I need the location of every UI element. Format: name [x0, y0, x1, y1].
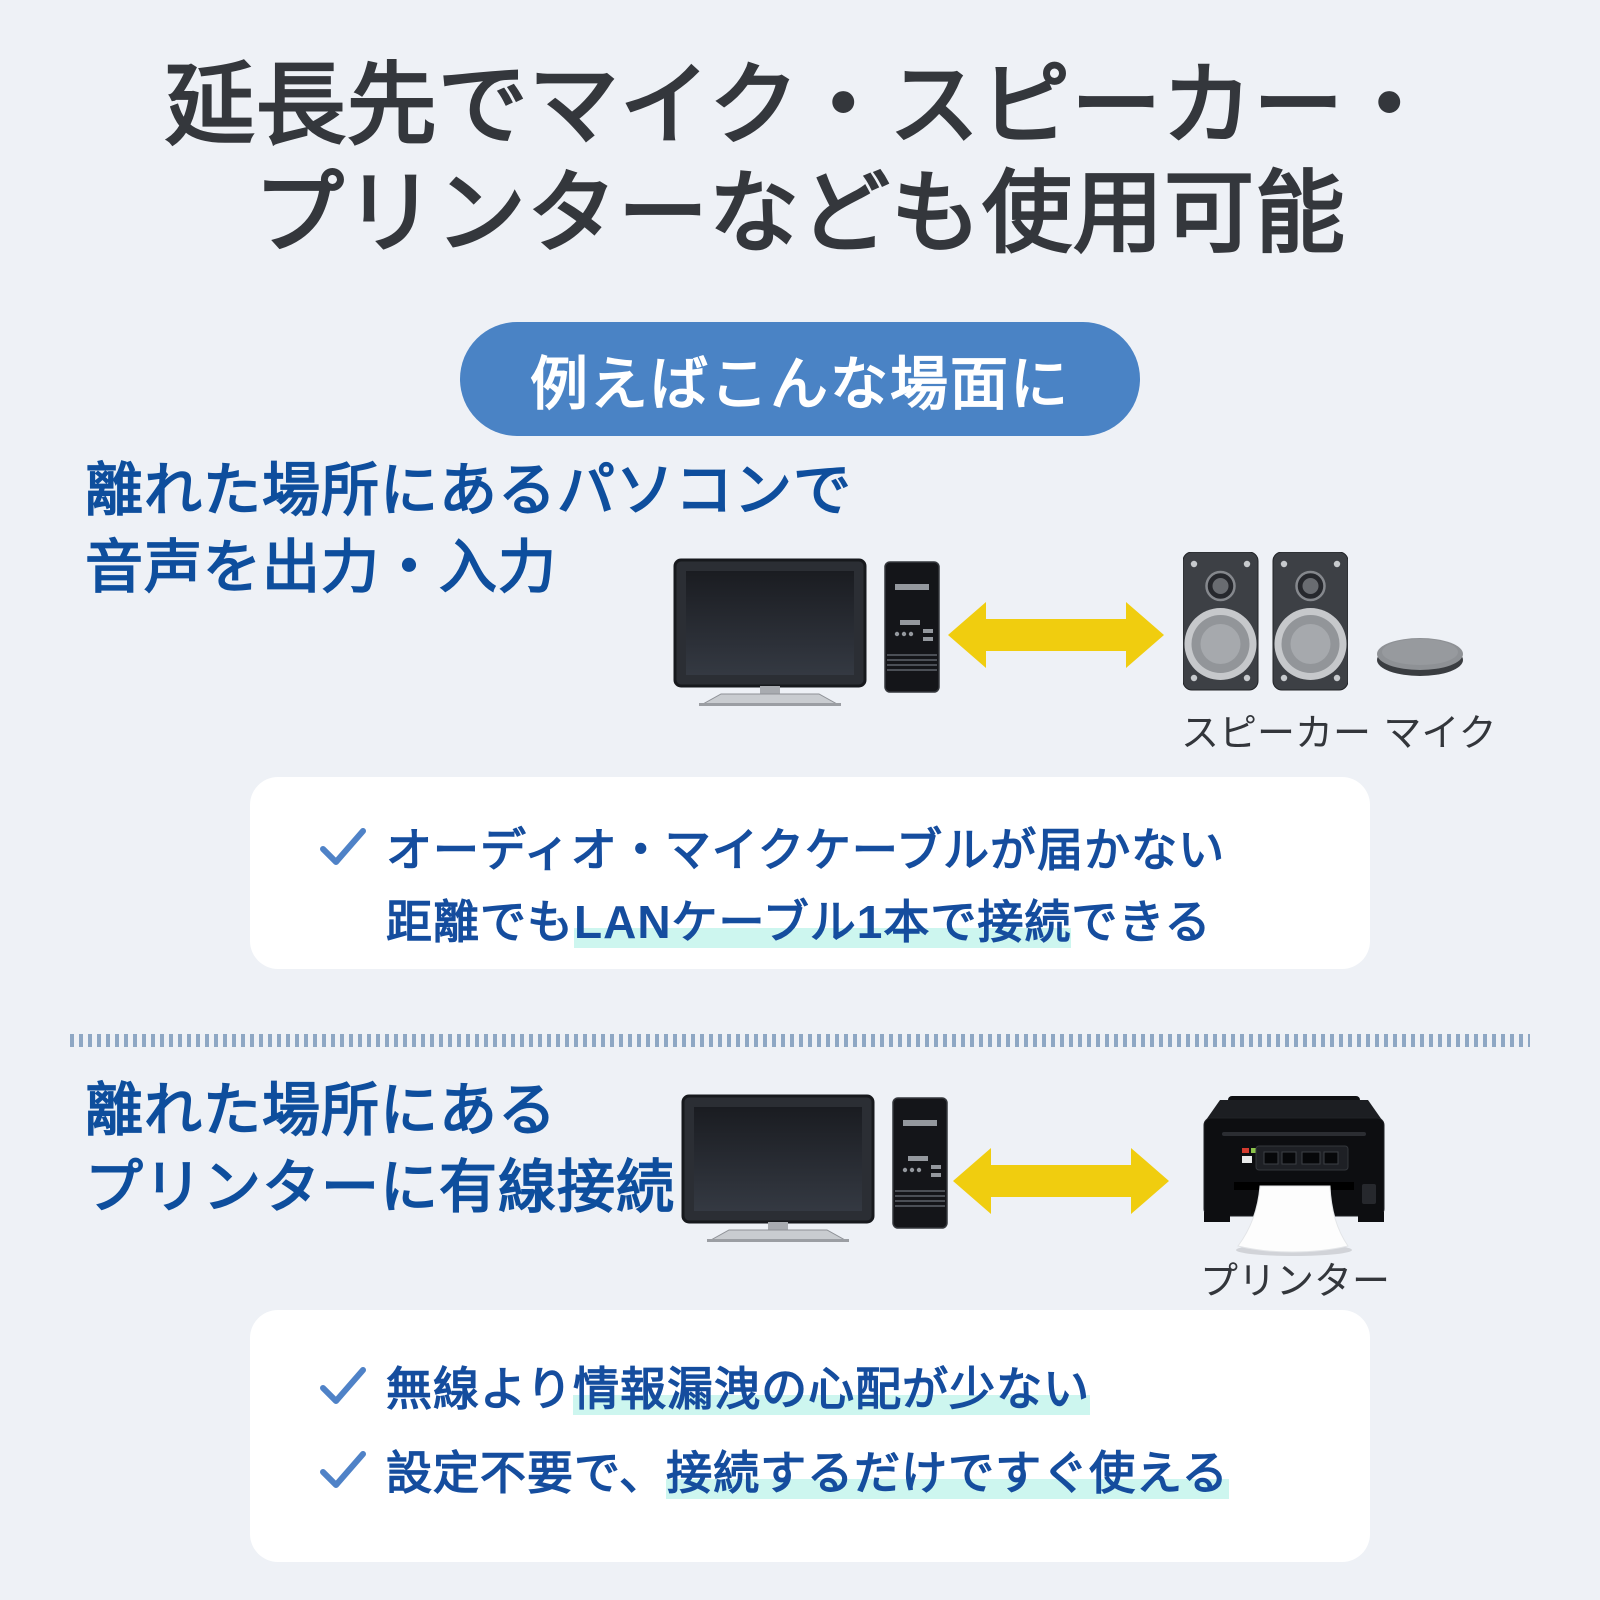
check-icon	[320, 828, 366, 865]
speaker-label: スピーカー	[1180, 713, 1371, 755]
mic-label: マイク	[1383, 713, 1497, 755]
check-icon	[320, 1451, 366, 1488]
note-prefix: 無線より	[386, 1363, 574, 1415]
scenario2-heading-line-1: 離れた場所にある	[85, 1078, 558, 1143]
scenario1-note-text-2: 距離でもLANケーブル1本で接続できる	[386, 886, 1211, 952]
scenario1-heading-line-2: 音声を出力・入力	[85, 535, 558, 601]
desktop-pc-icon	[673, 558, 940, 706]
note-highlight: 接続するだけですぐ使える	[666, 1447, 1229, 1499]
double-arrow-icon	[953, 1148, 1169, 1214]
scenario1-note-card: オーディオ・マイクケーブルが届かない 距離でもLANケーブル1本で接続できる	[250, 777, 1370, 969]
scenario2-heading: 離れた場所にある プリンターに有線接続	[85, 1072, 675, 1226]
scenario2-note-text-1: 無線より情報漏洩の心配が少ない	[386, 1353, 1091, 1419]
note-prefix: 距離でも	[386, 896, 574, 948]
scenario1-note-text-1: オーディオ・マイクケーブルが届かない	[386, 824, 1226, 876]
page-title: 延長先でマイク・スピーカー・ プリンターなども使用可能	[0, 52, 1600, 268]
note-highlight: LANケーブル1本で接続	[574, 896, 1072, 948]
scenario2-heading-line-2: プリンターに有線接続	[85, 1155, 676, 1221]
double-arrow-icon	[948, 602, 1164, 668]
note-suffix: できる	[1071, 896, 1212, 948]
scenario1-note-line-1: オーディオ・マイクケーブルが届かない	[320, 811, 1370, 883]
scenario2-note-card: 無線より情報漏洩の心配が少ない 設定不要で、接続するだけですぐ使える	[250, 1310, 1370, 1562]
note-highlight: 情報漏洩の心配が少ない	[573, 1363, 1091, 1415]
page-title-line-2: プリンターなども使用可能	[254, 164, 1346, 264]
example-badge: 例えばこんな場面に	[460, 322, 1140, 436]
scenario1-heading: 離れた場所にあるパソコンで 音声を出力・入力	[85, 452, 852, 606]
scenario2-note-line-1: 無線より情報漏洩の心配が少ない	[320, 1350, 1370, 1422]
dotted-divider	[70, 1034, 1530, 1047]
example-badge-label: 例えばこんな場面に	[529, 352, 1070, 417]
scenario1-heading-line-1: 離れた場所にあるパソコンで	[85, 458, 853, 523]
printer-icon	[1203, 1096, 1385, 1256]
printer-label: プリンター	[1199, 1261, 1390, 1303]
desktop-pc-icon	[681, 1094, 948, 1242]
scenario2-note-text-2: 設定不要で、接続するだけですぐ使える	[386, 1437, 1229, 1503]
scenario1-note-line-2: 距離でもLANケーブル1本で接続できる	[386, 883, 1370, 955]
scenario2-note-line-2: 設定不要で、接続するだけですぐ使える	[320, 1434, 1370, 1506]
microphone-icon	[1377, 638, 1463, 676]
note-prefix: 設定不要で、	[386, 1447, 667, 1499]
check-icon	[320, 1367, 366, 1404]
page-title-line-1: 延長先でマイク・スピーカー・	[164, 56, 1436, 156]
speakers-icon	[1183, 552, 1348, 691]
